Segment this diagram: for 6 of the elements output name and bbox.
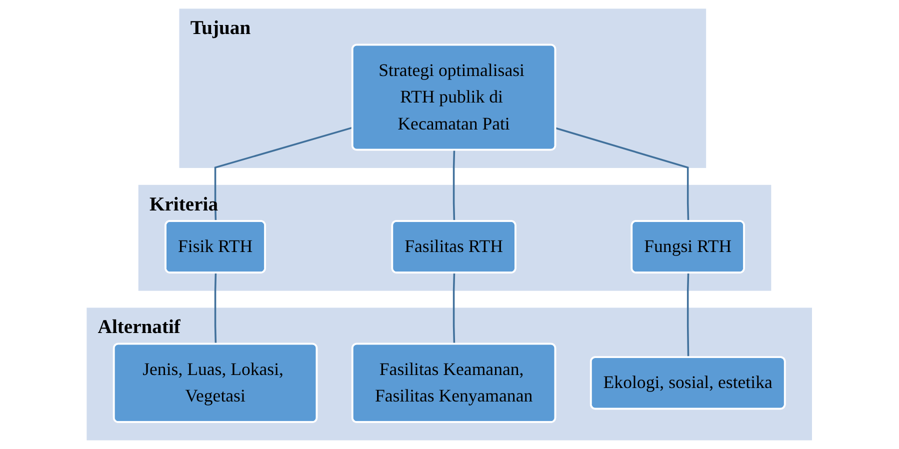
connector	[556, 127, 690, 222]
connector	[214, 126, 354, 222]
connector	[687, 272, 690, 358]
connector	[453, 150, 456, 222]
connector	[214, 272, 217, 344]
connector	[453, 272, 456, 344]
